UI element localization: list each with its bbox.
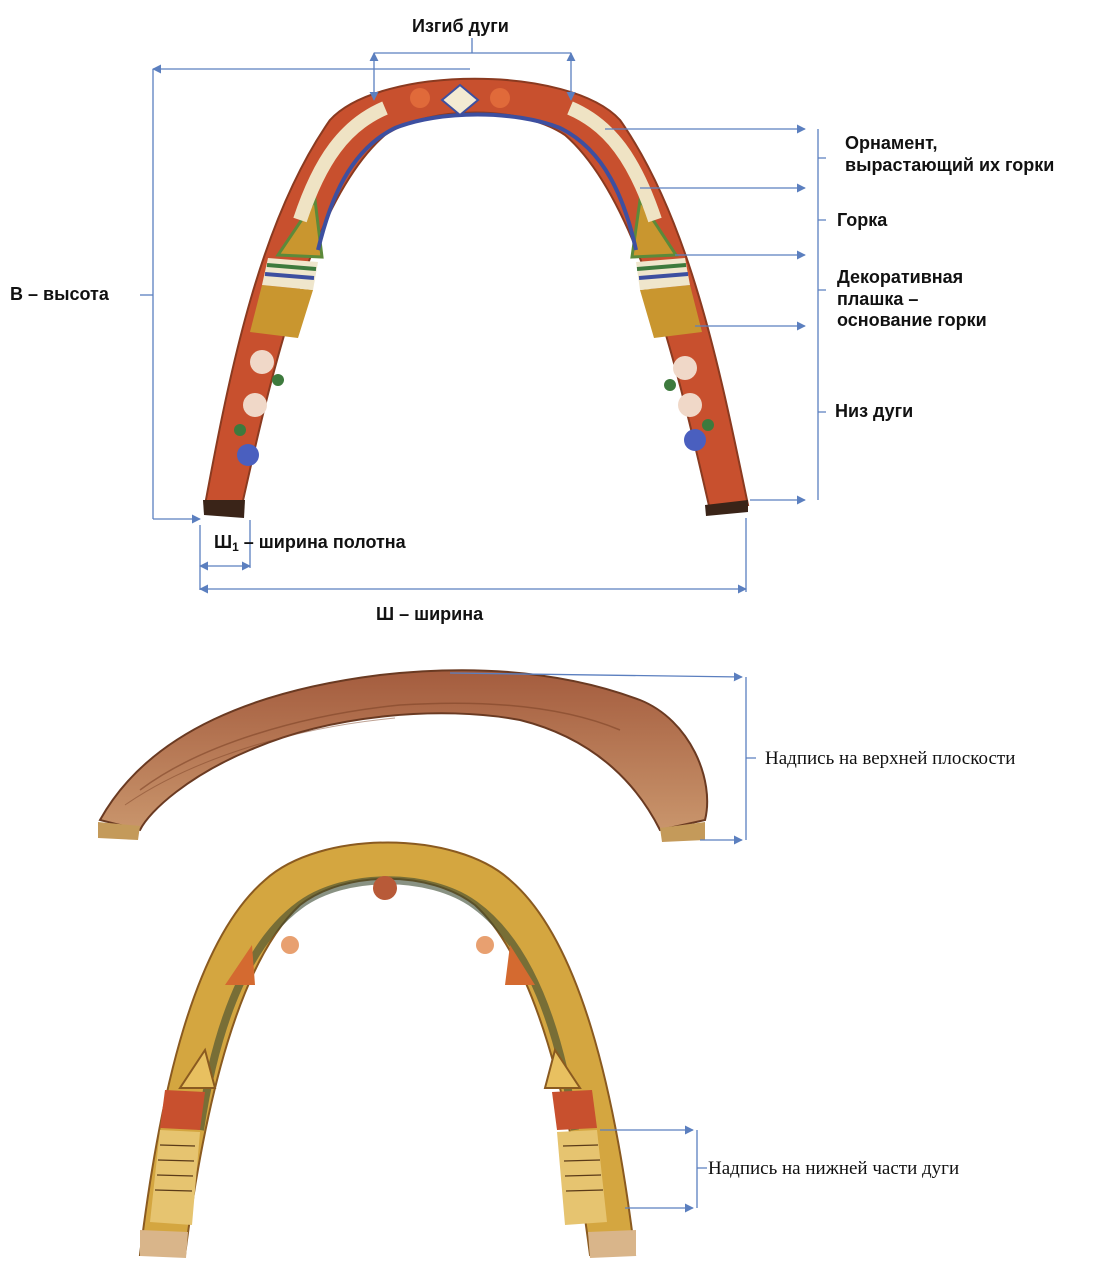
label-width1-sub: 1 bbox=[232, 540, 239, 554]
label-ornament-line2: вырастающий их горки bbox=[845, 155, 1054, 177]
label-width1: Ш1 – ширина полотна bbox=[214, 532, 406, 554]
label-plate-line3: основание горки bbox=[837, 310, 987, 332]
painted-arc-front bbox=[203, 79, 748, 518]
label-decorative-plate: Декоративная плашка – основание горки bbox=[837, 267, 987, 332]
label-bottom-of-arc: Низ дуги bbox=[835, 401, 913, 423]
label-top-inscription: Надпись на верхней плоскости bbox=[765, 748, 1015, 771]
label-bend: Изгиб дуги bbox=[412, 16, 509, 38]
label-height: В – высота bbox=[10, 284, 109, 306]
label-ornament-line1: Орнамент, bbox=[845, 133, 1054, 155]
label-width1-main: Ш bbox=[214, 532, 232, 552]
arc-top-surface bbox=[98, 670, 707, 842]
label-ornament: Орнамент, вырастающий их горки bbox=[845, 133, 1054, 176]
label-gorka: Горка bbox=[837, 210, 887, 232]
painted-arc-underside bbox=[140, 843, 636, 1259]
label-plate-line2: плашка – bbox=[837, 289, 987, 311]
label-width: Ш – ширина bbox=[376, 604, 483, 626]
label-bottom-inscription: Надпись на нижней части дуги bbox=[708, 1158, 959, 1181]
label-plate-line1: Декоративная bbox=[837, 267, 987, 289]
label-width1-rest: – ширина полотна bbox=[244, 532, 406, 552]
